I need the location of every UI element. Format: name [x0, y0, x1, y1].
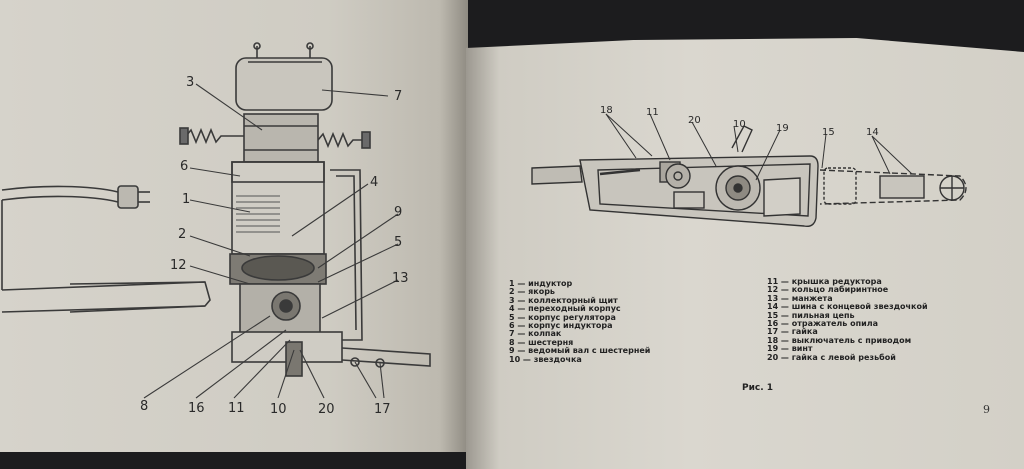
legend-item: 8 — шестерня — [509, 337, 574, 347]
callout-18: 18 — [600, 105, 613, 116]
legend-item: 7 — колпак — [509, 329, 562, 339]
callout-10: 10 — [270, 402, 287, 417]
callout-8: 8 — [140, 399, 149, 414]
legend-item: 6 — корпус индуктора — [509, 320, 613, 330]
legend-item: 5 — корпус регулятора — [509, 312, 616, 322]
legend-item: 16 — отражатель опила — [767, 318, 878, 328]
legend-right-column: 11 — крышка редуктора 12 — кольцо лабири… — [767, 277, 928, 362]
callout-12: 12 — [170, 258, 187, 273]
callout-17: 17 — [374, 402, 391, 417]
legend-item: 19 — винт — [767, 344, 813, 354]
callout-19: 19 — [776, 123, 789, 134]
page-number: 9 — [983, 403, 990, 416]
legend-item: 2 — якорь — [509, 287, 555, 297]
legend-item: 15 — пильная цепь — [767, 310, 855, 320]
callout-13: 13 — [392, 271, 409, 286]
legend-item: 9 — ведомый вал с шестерней — [509, 346, 651, 356]
right-page — [466, 38, 1024, 469]
callout-11: 11 — [228, 401, 245, 416]
saw-assembly-drawing — [531, 113, 967, 228]
legend-item: 3 — коллекторный щит — [509, 295, 618, 305]
callout-20-right: 20 — [688, 115, 701, 126]
callout-2: 2 — [178, 227, 187, 242]
legend-item: 1 — индуктор — [509, 279, 573, 288]
legend-item: 20 — гайка с левой резьбой — [767, 352, 896, 362]
callout-7: 7 — [394, 89, 403, 104]
callout-3: 3 — [186, 75, 195, 90]
legend-item: 17 — гайка — [767, 327, 818, 337]
motor-cross-section-drawing — [1, 42, 431, 399]
callout-16: 16 — [188, 401, 205, 416]
legend-item: 10 — звездочка — [509, 354, 582, 364]
callout-10-right: 10 — [733, 119, 746, 130]
legend-item: 11 — крышка редуктора — [767, 277, 882, 286]
legend-left-column: 1 — индуктор 2 — якорь 3 — коллекторный … — [509, 279, 651, 364]
callout-6: 6 — [180, 159, 189, 174]
legend-item: 12 — кольцо лабиринтное — [767, 285, 889, 295]
legend-item: 18 — выключатель с приводом — [767, 335, 912, 345]
callout-5: 5 — [394, 235, 403, 250]
callout-15: 15 — [822, 127, 835, 138]
callout-20: 20 — [318, 402, 335, 417]
figure-caption: Рис. 1 — [742, 383, 774, 393]
callout-4: 4 — [370, 175, 379, 190]
legend-item: 4 — переходный корпус — [509, 304, 621, 314]
callout-11-right: 11 — [646, 107, 659, 118]
callout-14: 14 — [866, 127, 879, 138]
legend-item: 13 — манжета — [767, 293, 833, 303]
legend-item: 14 — шина с концевой звездочкой — [767, 302, 928, 312]
callout-1: 1 — [182, 192, 191, 207]
callout-9: 9 — [394, 205, 403, 220]
